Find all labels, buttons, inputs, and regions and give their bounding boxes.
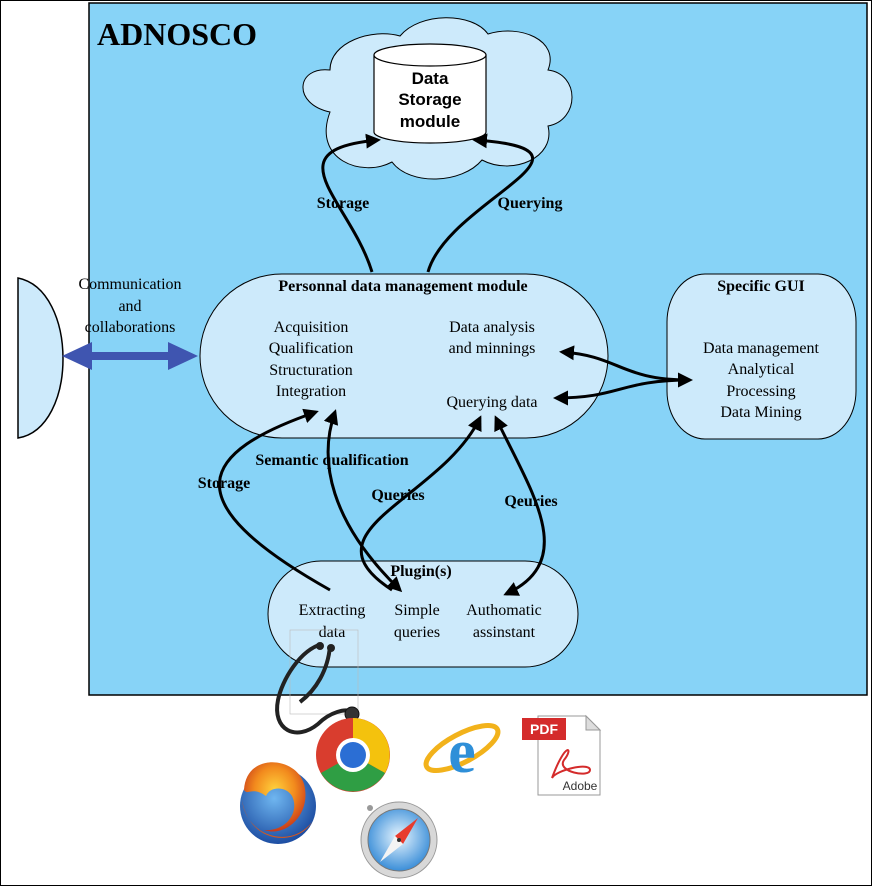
- storage-module-line2: Storage: [398, 90, 461, 109]
- storage-module-line3: module: [400, 112, 460, 131]
- semantic-qualification-label: Semantic qualification: [255, 452, 408, 469]
- gui-item-data-mining: Data Mining: [720, 404, 801, 421]
- storage-top-label: Storage: [317, 195, 369, 212]
- assistant-line1: Authomatic: [466, 602, 542, 619]
- gui-item-analytical: Analytical: [728, 361, 795, 378]
- communication-half-disc: [17, 277, 64, 439]
- firefox-icon: [240, 762, 316, 844]
- gui-item-processing: Processing: [726, 383, 795, 400]
- system-title: ADNOSCO: [97, 16, 257, 52]
- personal-data-module: [199, 273, 609, 439]
- communication-line2: and: [118, 298, 141, 315]
- communication-double-arrow: [62, 342, 198, 370]
- extracting-data-line1: Extracting: [299, 602, 366, 619]
- assistant-line2: assinstant: [473, 624, 536, 641]
- storage-up-arrow: [321, 133, 381, 273]
- querying-data-label: Querying data: [446, 394, 537, 411]
- storage-module-line1: Data: [412, 69, 449, 88]
- semantic-qualification-arrow: [323, 409, 403, 593]
- plugins-title: Plugin(s): [390, 563, 451, 580]
- pdf-brand-text: Adobe: [563, 779, 598, 793]
- stethoscope-icon: [275, 629, 360, 735]
- svg-text:e: e: [448, 718, 476, 786]
- gui-item-data-management: Data management: [703, 340, 820, 357]
- extracting-data-line2: data: [319, 624, 346, 641]
- communication-line3: collaborations: [85, 319, 176, 336]
- querying-top-label: Querying: [498, 195, 563, 212]
- specific-gui-title: Specific GUI: [717, 278, 805, 295]
- pdf-badge-text: PDF: [530, 721, 558, 737]
- left-item-structuration: Structuration: [269, 362, 353, 379]
- personal-module-title: Personnal data management module: [278, 278, 527, 295]
- queries-left-label: Queries: [371, 487, 424, 504]
- analysis-gui-arrow: [559, 345, 693, 388]
- queries-left-arrow: [360, 415, 482, 592]
- left-item-acquisition: Acquisition: [274, 319, 349, 336]
- simple-queries-line2: queries: [394, 624, 440, 641]
- simple-queries-line1: Simple: [394, 602, 439, 619]
- left-item-integration: Integration: [276, 383, 346, 400]
- communication-line1: Communication: [78, 276, 181, 293]
- data-analysis-line2: and minnings: [449, 340, 536, 357]
- left-item-qualification: Qualification: [269, 340, 353, 357]
- queries-right-label: Qeuries: [504, 493, 557, 510]
- chrome-icon: [316, 718, 390, 792]
- storage-bottom-arrow: [218, 408, 331, 592]
- pdf-icon: PDF Adobe: [522, 714, 602, 796]
- safari-icon: [360, 801, 438, 879]
- querying-up-arrow: [426, 133, 535, 273]
- storage-bottom-label: Storage: [198, 475, 250, 492]
- queries-right-arrow: [494, 415, 546, 596]
- querying-gui-arrow: [553, 378, 691, 406]
- ie-icon: e: [423, 718, 501, 786]
- data-analysis-line1: Data analysis: [449, 319, 535, 336]
